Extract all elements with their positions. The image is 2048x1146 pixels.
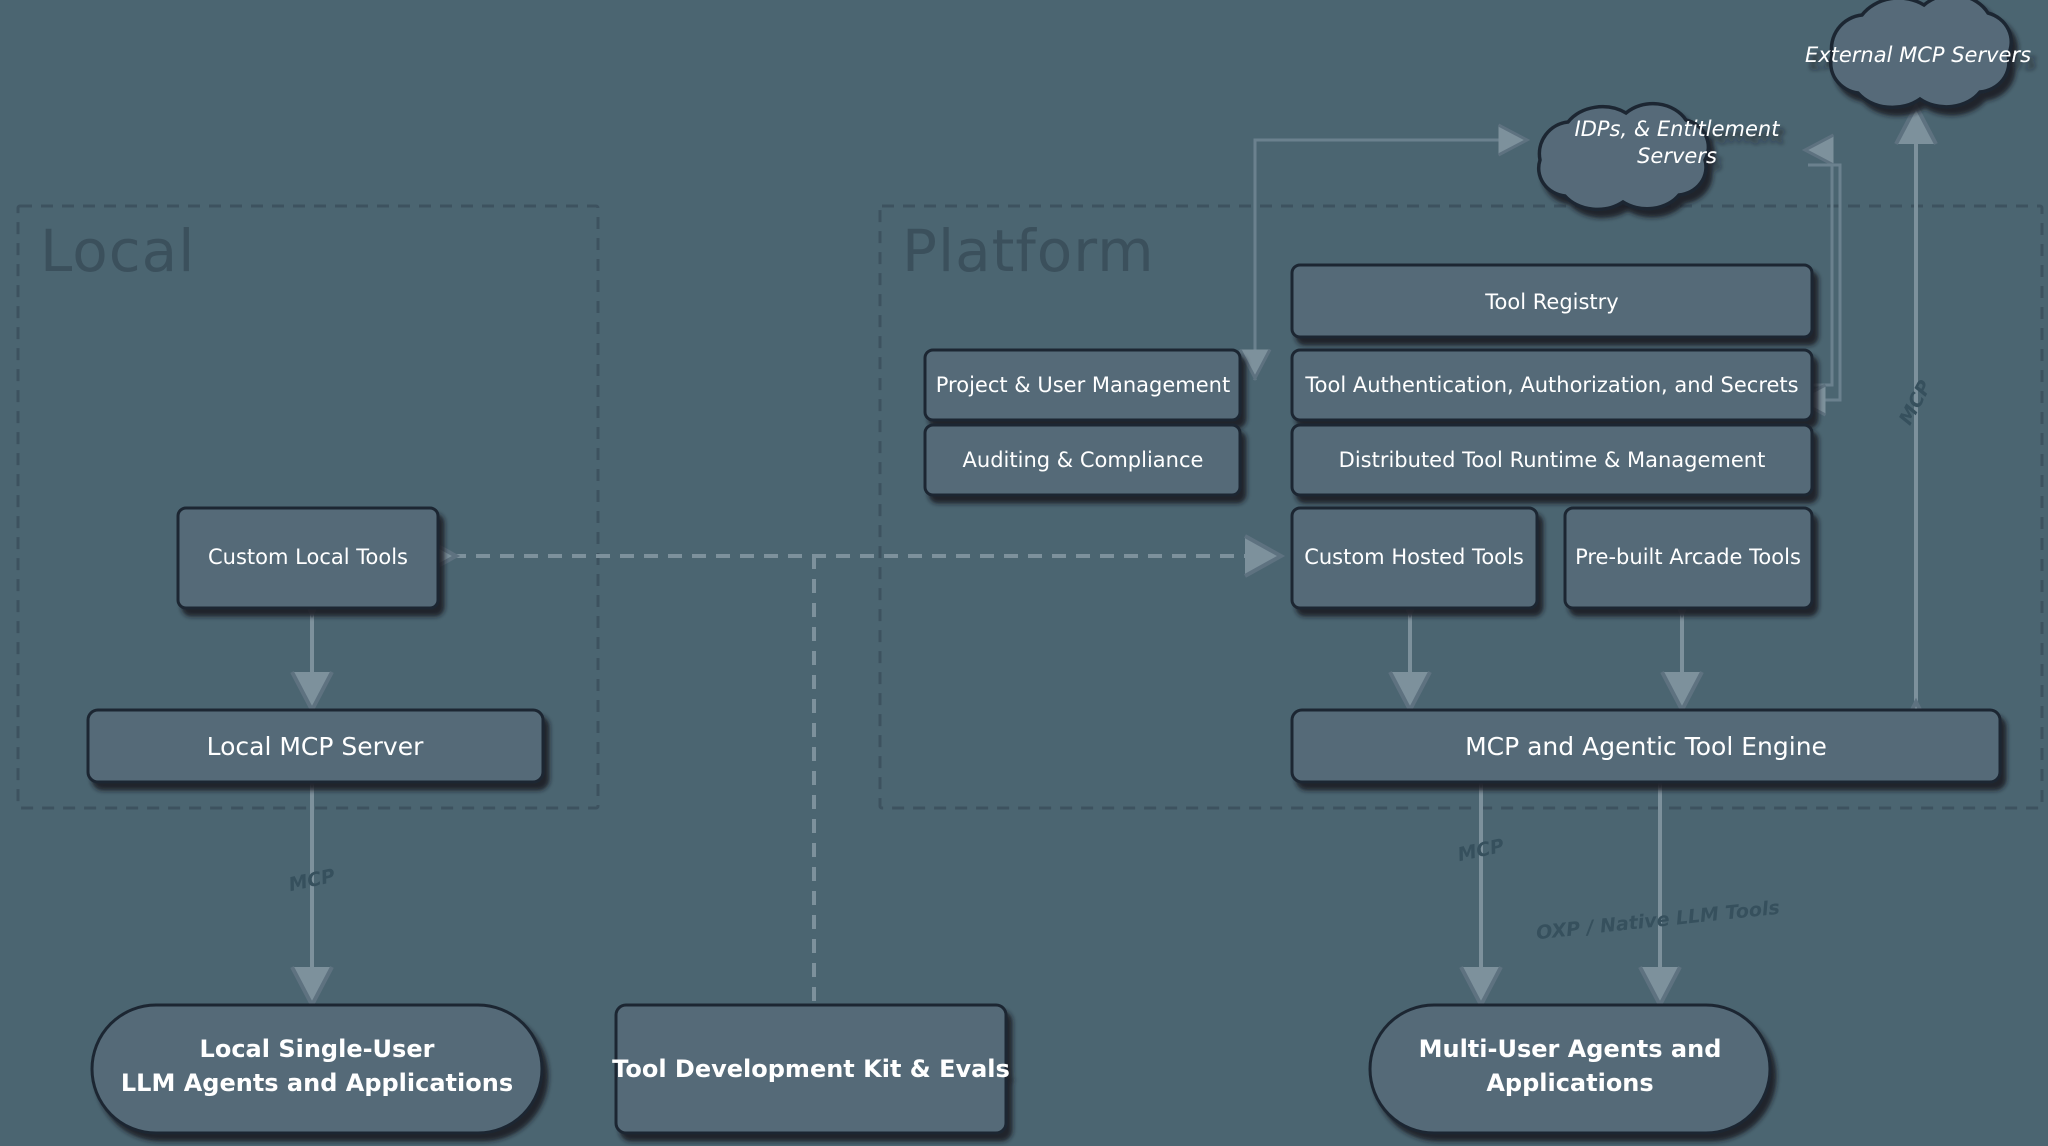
zone-local-title: Local xyxy=(40,217,195,285)
edge-toolauth-idps xyxy=(1793,133,1842,417)
node-multi-user-agents[interactable]: Multi-User Agents and Applications xyxy=(1368,1003,1772,1135)
node-tool-authentication[interactable]: Tool Authentication, Authorization, and … xyxy=(1290,348,1814,422)
node-project-user-management[interactable]: Project & User Management xyxy=(923,348,1242,422)
node-distributed-tool-runtime[interactable]: Distributed Tool Runtime & Management xyxy=(1290,423,1814,497)
edge-label-oxp-native: OXP / Native LLM Tools xyxy=(1535,897,1781,944)
node-custom-hosted-tools[interactable]: Custom Hosted Tools xyxy=(1290,506,1539,610)
node-tool-development-kit[interactable]: Tool Development Kit & Evals xyxy=(612,1003,1010,1135)
node-local-agents[interactable]: Local Single-User LLM Agents and Applica… xyxy=(90,1003,544,1135)
node-custom-local-tools[interactable]: Custom Local Tools xyxy=(176,506,440,610)
node-local-mcp-server[interactable]: Local MCP Server xyxy=(86,708,545,784)
zone-platform-title: Platform xyxy=(902,217,1155,285)
edge-project-idps xyxy=(1238,123,1531,382)
cloud-external-mcp-servers[interactable]: External MCP Servers xyxy=(1805,0,2031,110)
node-prebuilt-arcade-tools[interactable]: Pre-built Arcade Tools xyxy=(1563,506,1814,610)
node-mcp-agentic-tool-engine[interactable]: MCP and Agentic Tool Engine xyxy=(1290,708,2002,784)
cloud-idps-entitlement[interactable]: IDPs, & Entitlement Servers xyxy=(1536,101,1781,212)
node-auditing-compliance[interactable]: Auditing & Compliance xyxy=(923,423,1242,497)
node-tool-registry[interactable]: Tool Registry xyxy=(1290,263,1814,339)
